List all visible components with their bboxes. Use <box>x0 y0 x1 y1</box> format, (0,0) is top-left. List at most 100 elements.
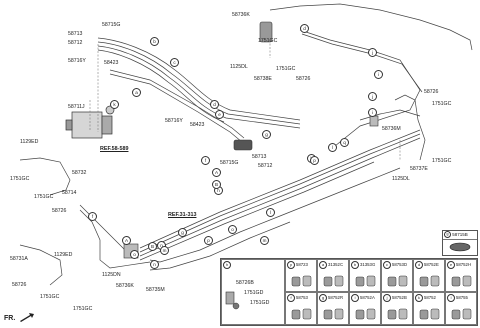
callout-letter: o <box>228 225 237 234</box>
clip-part-icon <box>451 308 472 320</box>
part-number-label: 58423 <box>104 60 119 66</box>
reference-link[interactable]: REF.31-313 <box>168 212 197 218</box>
dashed-leaders <box>89 40 401 160</box>
brake-tube <box>269 3 473 51</box>
legend-part-number: 58752 <box>424 295 436 300</box>
legend-part-number: 58723 <box>296 262 308 267</box>
part-number-label: 58737E <box>410 166 428 172</box>
part-number-label: 58736M <box>382 126 401 132</box>
part-number-label: 58732 <box>72 170 87 176</box>
legend-part-number: 58752R <box>328 295 344 300</box>
callout-letter: A <box>122 236 131 245</box>
legend-part-number: 58715B <box>452 232 468 237</box>
callout-letter: p <box>310 156 319 165</box>
clip-part-icon <box>449 242 471 252</box>
callout-i: i <box>351 293 359 302</box>
callout-letter: c <box>170 58 179 67</box>
callout-k: k <box>415 293 423 302</box>
part-number-label: 1751GC <box>73 306 93 312</box>
part-number-label: 1751GC <box>34 194 54 200</box>
callout-letter: l <box>266 208 275 217</box>
callout-letter: j <box>368 92 377 101</box>
legend-part-number: 58752H <box>456 262 472 267</box>
callout-p: p <box>287 260 295 269</box>
part-number-label: 58726 <box>296 76 311 82</box>
clip-part-icon <box>291 308 312 320</box>
callout-f: f <box>287 293 295 302</box>
callout-l: l <box>447 293 455 302</box>
front-direction-label: FR. <box>4 315 16 322</box>
callout-g: g <box>444 231 451 239</box>
callout-letter: p <box>204 236 213 245</box>
part-number-label: 1129ED <box>54 252 73 258</box>
callout-letter: q <box>340 138 349 147</box>
brake-tube <box>97 49 225 123</box>
callout-a: a <box>319 260 327 269</box>
legend-part-number: 58753 <box>296 295 308 300</box>
part-number-label: 58736K <box>116 283 134 289</box>
part-number-label: 1129ED <box>20 139 39 145</box>
part-number-label: 1125DN <box>102 272 121 278</box>
callout-d: d <box>415 260 423 269</box>
part-number-label: 1751GC <box>258 38 278 44</box>
callout-letter: l <box>328 143 337 152</box>
part-number-label: 58726 <box>424 89 439 95</box>
part-number-label: 58731A <box>10 256 28 262</box>
part-number-label: 58736K <box>232 12 250 18</box>
part-number-label: 58711J <box>68 104 85 110</box>
part-number-label: 1751GD <box>250 300 270 306</box>
callout-g: g <box>319 293 327 302</box>
callout-letter: m <box>260 236 269 245</box>
part-number-label: 58738E <box>254 76 272 82</box>
frame-line <box>149 221 291 271</box>
part-number-label: 58715G <box>102 22 121 28</box>
legend-part-number: 31353G <box>360 262 376 267</box>
part-number-label: 58735M <box>146 287 165 293</box>
callout-letter: i <box>368 108 377 117</box>
clip-part-icon <box>387 308 408 320</box>
callout-letter: k <box>110 100 119 109</box>
brake-tube <box>299 29 421 151</box>
legend-part-number: 58753D <box>392 262 408 267</box>
callout-letter: a <box>132 88 141 97</box>
part-number-label: 58726 <box>52 208 67 214</box>
clip-part-icon <box>323 275 344 287</box>
brake-tube <box>301 33 423 93</box>
clip-part-icon <box>291 275 312 287</box>
brake-tube <box>139 161 375 261</box>
brake-tube <box>79 204 131 256</box>
callout-letter: o <box>130 250 139 259</box>
clip-part-icon <box>419 275 440 287</box>
brake-tube <box>19 244 63 286</box>
part-number-label: 58726 <box>12 282 27 288</box>
callout-letter: B <box>212 180 221 189</box>
brake-tube <box>394 94 426 161</box>
clip-part-icon <box>355 308 376 320</box>
part-number-label: 58726B <box>236 280 254 286</box>
part-number-label: 1751GD <box>244 290 264 296</box>
callout-letter: g <box>178 228 187 237</box>
clip-part-icon <box>323 308 344 320</box>
callout-letter: j <box>368 48 377 57</box>
legend-part-number: 58752E <box>424 262 439 267</box>
callout-letter: b <box>150 37 159 46</box>
part-number-label: 58715G <box>220 160 239 166</box>
legend-part-number: 58755 <box>456 295 468 300</box>
clip-part-icon <box>451 275 472 287</box>
callout-c: c <box>383 260 391 269</box>
legend-part-number: 58752A <box>360 295 375 300</box>
part-number-label: 58713 <box>68 31 83 37</box>
part-number-label: 58714 <box>62 190 77 196</box>
callout-h: h <box>223 260 231 269</box>
legend-box-g: g 58715B <box>442 230 478 256</box>
callout-letter: e <box>215 110 224 119</box>
reference-link[interactable]: REF.58-589 <box>100 146 129 152</box>
